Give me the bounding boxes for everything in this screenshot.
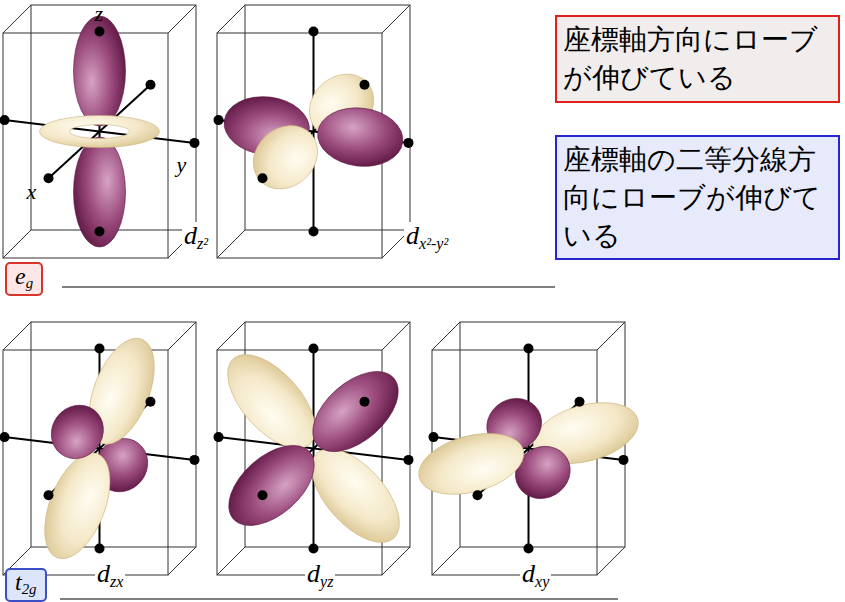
axis-dot [360, 80, 370, 90]
orbital-lobe [212, 339, 332, 463]
cube-edge [217, 547, 245, 575]
axis-dot [146, 397, 156, 407]
axis-dot [0, 115, 10, 125]
orbital-lobe [298, 356, 413, 467]
orbital-lobe [32, 444, 124, 568]
axis-dot [44, 490, 54, 500]
axis-line [219, 437, 409, 460]
cube-edge [217, 230, 245, 258]
orbital-name: dx²-y² [404, 222, 450, 253]
cube-edge [168, 547, 196, 575]
orbital-cube [212, 322, 416, 575]
axis-dot [524, 344, 534, 354]
axis-dot [0, 432, 10, 442]
cube-edge [597, 322, 625, 350]
orbital-name: dzx [95, 560, 125, 591]
cube-edge [217, 322, 245, 350]
cube-edge [3, 5, 31, 33]
axis-dot [524, 544, 534, 554]
axis-dot [44, 173, 54, 183]
orbital-name: dxy [520, 560, 551, 591]
orbital-lobe [314, 103, 406, 171]
note-text: 座標軸の二等分線方向にローブが伸びている [563, 141, 832, 254]
cube-edge [382, 322, 410, 350]
orbital-lobe [74, 16, 126, 126]
orbital-lobe [412, 423, 531, 505]
axis-dot [309, 227, 319, 237]
orbital-cube [412, 322, 645, 575]
group-rule [60, 598, 618, 599]
axis-dot [214, 115, 224, 125]
orbital-lobe [74, 137, 126, 247]
axis-dot [95, 344, 105, 354]
orbital-cube [214, 5, 414, 258]
cube-edge [382, 5, 410, 33]
cube-edge [3, 230, 31, 258]
axis-label: x [25, 180, 39, 204]
axis-label: y [175, 153, 189, 177]
orbital-cube [0, 5, 200, 258]
axis-dot [429, 432, 439, 442]
cube-edge [597, 547, 625, 575]
orbital-lobe [214, 430, 329, 541]
axis-dot [309, 344, 319, 354]
symmetry-label: eg [15, 264, 33, 292]
axis-dot [95, 227, 105, 237]
symmetry-badge: eg [5, 262, 43, 296]
axis-dot [404, 455, 414, 465]
group-rule [62, 286, 555, 287]
axis-dot [146, 80, 156, 90]
orbital-name: dz² [182, 222, 210, 253]
axis-dot [309, 27, 319, 37]
note-text: 座標軸方向にローブが伸びている [563, 21, 832, 97]
axis-dot [190, 138, 200, 148]
axis-label: z [93, 2, 106, 26]
symmetry-badge: t2g [5, 568, 47, 602]
note-box: 座標軸方向にローブが伸びている [555, 15, 840, 103]
cube-edge [168, 322, 196, 350]
axis-dot [214, 432, 224, 442]
axis-dot [404, 138, 414, 148]
axis-dot [575, 397, 585, 407]
axis-dot [619, 455, 629, 465]
cube-edge [217, 5, 245, 33]
axis-dot [360, 397, 370, 407]
axis-dot [258, 490, 268, 500]
axis-dot [190, 455, 200, 465]
symmetry-label: t2g [15, 570, 37, 598]
axis-dot [473, 490, 483, 500]
axis-dot [95, 544, 105, 554]
cube-edge [432, 322, 460, 350]
orbital-lobe [240, 112, 330, 202]
orbital-lobe [296, 433, 416, 557]
cube-edge [432, 547, 460, 575]
orbital-cube [0, 322, 200, 575]
axis-dot [258, 173, 268, 183]
cube-edge [3, 322, 31, 350]
orbital-lobe [41, 395, 114, 469]
cube-edge [168, 5, 196, 33]
orbital-name: dyz [305, 560, 335, 591]
axis-dot [95, 27, 105, 37]
orbital-torus [40, 116, 160, 148]
note-box: 座標軸の二等分線方向にローブが伸びている [555, 135, 840, 260]
axis-dot [309, 544, 319, 554]
cube-edge [382, 547, 410, 575]
